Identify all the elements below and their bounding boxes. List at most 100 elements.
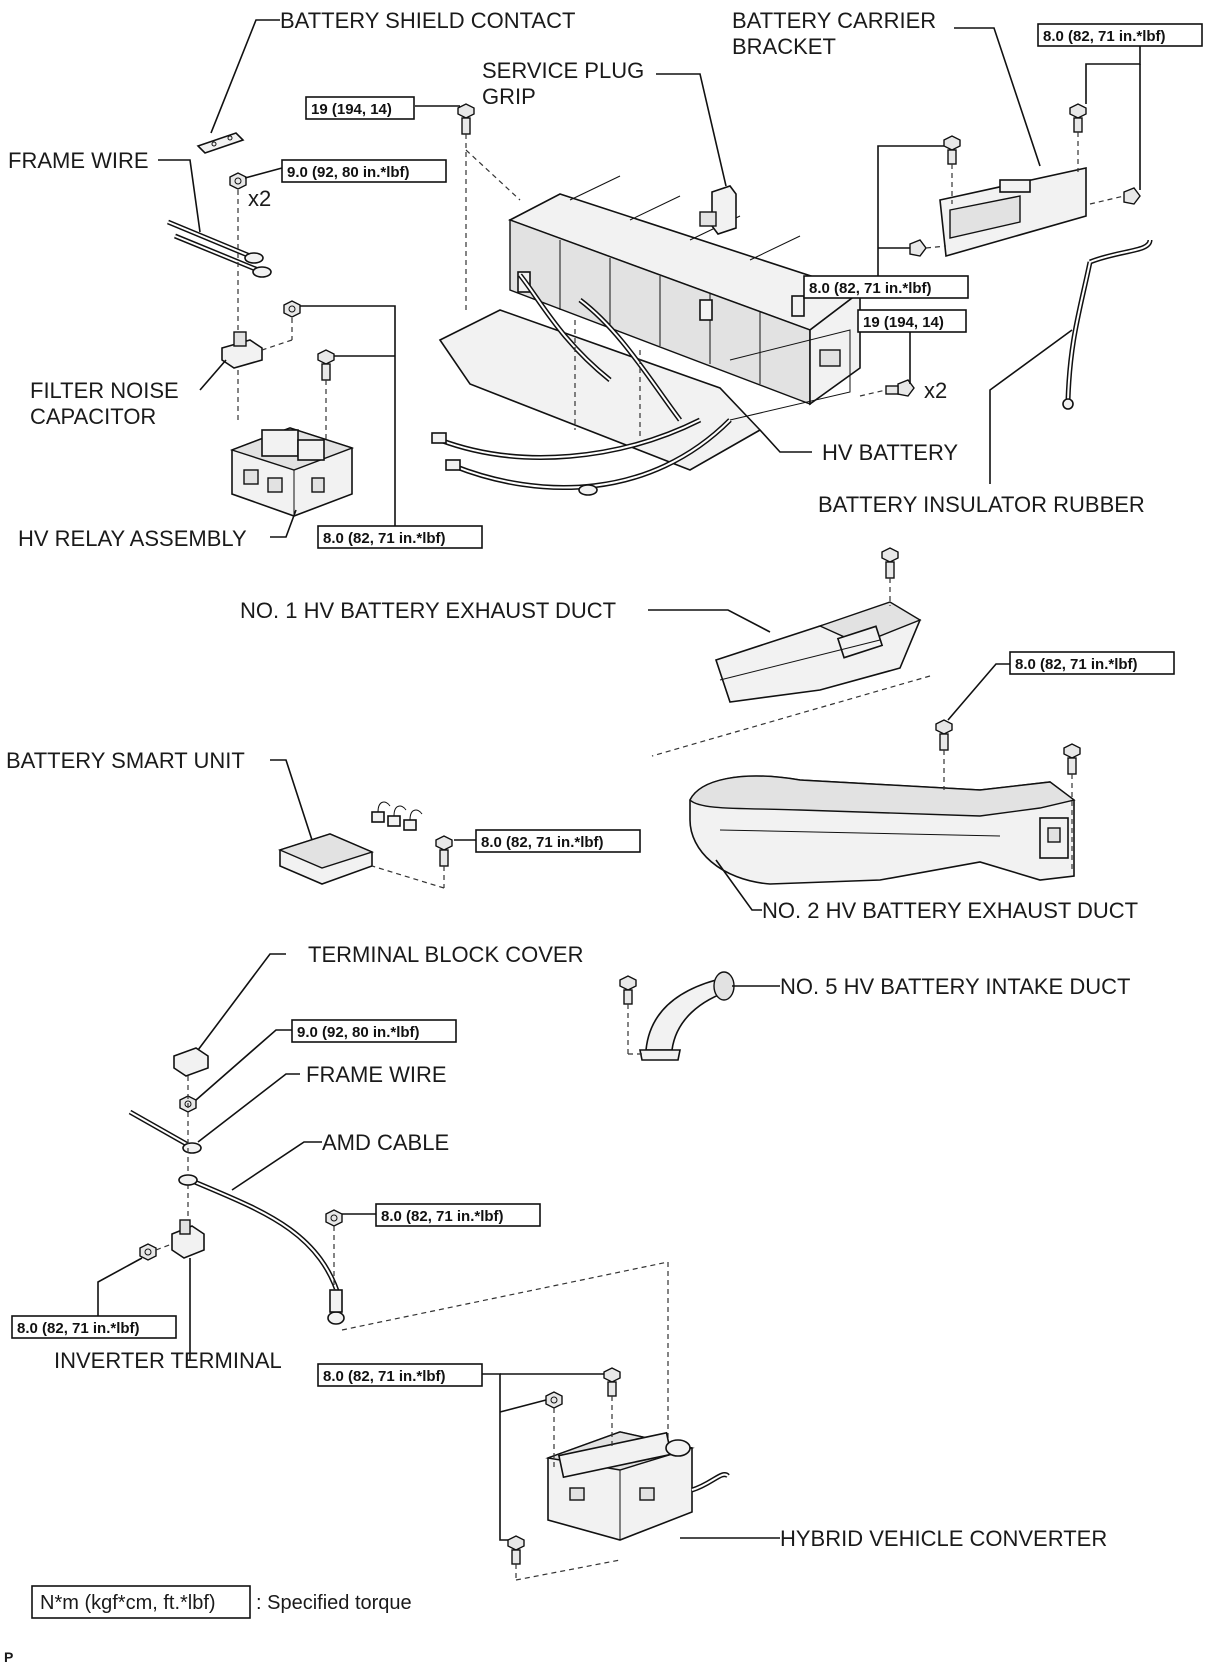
- bracket-bolts: [909, 103, 1141, 257]
- svg-text:19 (194, 14): 19 (194, 14): [863, 314, 944, 331]
- label-battery-carrier-bracket-2: BRACKET: [732, 34, 836, 59]
- hybrid-vehicle-converter-part: [545, 1431, 730, 1541]
- legend-symbol: N*m (kgf*cm, ft.*lbf): [40, 1592, 216, 1614]
- leader-battery-shield-contact: [210, 19, 280, 134]
- svg-text:8.0 (82, 71 in.*lbf): 8.0 (82, 71 in.*lbf): [17, 1320, 140, 1337]
- no1-duct-bolt: [881, 547, 899, 579]
- label-service-plug-grip-2: GRIP: [482, 84, 536, 109]
- label-filter-noise-capacitor-2: CAPACITOR: [30, 404, 156, 429]
- label-hv-relay-assembly: HV RELAY ASSEMBLY: [18, 526, 247, 551]
- svg-text:8.0 (82, 71 in.*lbf): 8.0 (82, 71 in.*lbf): [809, 280, 932, 297]
- smart-unit-bolt: [435, 835, 453, 867]
- torque-8-bracket-left: 8.0 (82, 71 in.*lbf): [803, 275, 969, 299]
- leader-battery-insulator-rubber: [989, 329, 1073, 484]
- terminal-block-cover-part: [173, 1047, 209, 1077]
- inverter-nut: [139, 1243, 157, 1261]
- legend-text: : Specified torque: [256, 1592, 412, 1614]
- leader-relay-nut: [300, 305, 396, 530]
- hv-battery-part: [438, 175, 862, 471]
- inverter-terminal-part: [171, 1219, 205, 1259]
- torque-8-smart-unit: 8.0 (82, 71 in.*lbf): [475, 829, 641, 853]
- battery-smart-unit-part: [278, 801, 423, 885]
- svg-text:9.0 (92, 80 in.*lbf): 9.0 (92, 80 in.*lbf): [297, 1024, 420, 1041]
- leader-service-plug-grip: [656, 73, 727, 187]
- label-terminal-block-cover: TERMINAL BLOCK COVER: [308, 942, 583, 967]
- no5-intake-duct-part: [639, 971, 735, 1061]
- leader-converter-c: [499, 1399, 547, 1413]
- leader-filter-noise-capacitor: [199, 359, 227, 391]
- label-no1-exhaust-duct: NO. 1 HV BATTERY EXHAUST DUCT: [240, 598, 616, 623]
- nut-frame-wire-top: [229, 172, 247, 190]
- svg-text:8.0 (82, 71 in.*lbf): 8.0 (82, 71 in.*lbf): [1015, 656, 1138, 673]
- hv-relay-nut: [283, 300, 301, 318]
- svg-text:19 (194, 14): 19 (194, 14): [311, 101, 392, 118]
- service-plug-grip-part: [699, 185, 737, 235]
- bolt-19-top: [457, 103, 475, 135]
- leader-terminal-block-cover: [197, 953, 286, 1051]
- label-filter-noise-capacitor-1: FILTER NOISE: [30, 378, 179, 403]
- frame-wire-top-part: [167, 219, 272, 278]
- leader-bracket-top-a: [1085, 46, 1141, 104]
- leader-no1-exhaust-duct: [648, 609, 771, 633]
- label-amd-cable: AMD CABLE: [322, 1130, 449, 1155]
- svg-text:9.0 (92, 80 in.*lbf): 9.0 (92, 80 in.*lbf): [287, 164, 410, 181]
- label-frame-wire-top: FRAME WIRE: [8, 148, 149, 173]
- torque-19-top: 19 (194, 14): [305, 96, 415, 120]
- leader-frame-wire-bottom: [197, 1073, 300, 1143]
- torque-legend: N*m (kgf*cm, ft.*lbf) : Specified torque: [31, 1585, 412, 1619]
- battery-carrier-bracket-part: [939, 167, 1087, 258]
- hv-battery-cables: [431, 417, 732, 496]
- torque-8-inverter: 8.0 (82, 71 in.*lbf): [11, 1315, 177, 1339]
- leader-torque-inverter: [97, 1257, 143, 1316]
- leader-torque-9-top: [244, 167, 283, 179]
- leader-torque-no2-duct: [947, 663, 1010, 721]
- battery-shield-contact-part: [196, 132, 245, 154]
- label-battery-smart-unit: BATTERY SMART UNIT: [6, 748, 245, 773]
- label-no5-intake-duct: NO. 5 HV BATTERY INTAKE DUCT: [780, 974, 1130, 999]
- battery-insulator-rubber-part: [1062, 239, 1153, 410]
- leader-battery-smart-unit: [270, 759, 313, 841]
- leader-hv-relay-assembly: [270, 509, 297, 538]
- leader-frame-wire-top: [158, 159, 201, 233]
- no2-exhaust-duct-part: [689, 775, 1076, 885]
- torque-8-converter: 8.0 (82, 71 in.*lbf): [317, 1363, 483, 1387]
- torque-8-amd: 8.0 (82, 71 in.*lbf): [375, 1203, 541, 1227]
- filter-noise-capacitor-part: [221, 331, 263, 369]
- label-hybrid-vehicle-converter: HYBRID VEHICLE CONVERTER: [780, 1526, 1107, 1551]
- hv-relay-assembly-part: [229, 427, 355, 517]
- leader-torque-9-frame-wire: [195, 1029, 292, 1101]
- hv-relay-bolt: [317, 349, 335, 381]
- label-battery-insulator-rubber: BATTERY INSULATOR RUBBER: [818, 492, 1145, 517]
- torque-9-frame-wire: 9.0 (92, 80 in.*lbf): [291, 1019, 457, 1043]
- svg-text:8.0 (82, 71 in.*lbf): 8.0 (82, 71 in.*lbf): [323, 530, 446, 547]
- corner-mark: P: [4, 1649, 13, 1665]
- torque-8-bracket-top: 8.0 (82, 71 in.*lbf): [1037, 23, 1203, 47]
- torque-8-relay: 8.0 (82, 71 in.*lbf): [317, 525, 483, 549]
- label-hv-battery: HV BATTERY: [822, 440, 958, 465]
- torque-8-no2-duct: 8.0 (82, 71 in.*lbf): [1009, 651, 1175, 675]
- leader-bracket-left-a: [877, 145, 944, 276]
- torque-9-top: 9.0 (92, 80 in.*lbf): [281, 159, 447, 183]
- no2-duct-bolts: [935, 719, 1081, 775]
- no1-exhaust-duct-part: [714, 601, 922, 703]
- leader-converter-a: [482, 1373, 508, 1541]
- label-battery-shield-contact: BATTERY SHIELD CONTACT: [280, 8, 575, 33]
- frame-wire-bottom-part: [128, 1095, 202, 1154]
- leader-battery-carrier-bracket: [954, 27, 1041, 167]
- svg-text:8.0 (82, 71 in.*lbf): 8.0 (82, 71 in.*lbf): [1043, 28, 1166, 45]
- leader-amd-cable: [231, 1141, 322, 1191]
- svg-text:8.0 (82, 71 in.*lbf): 8.0 (82, 71 in.*lbf): [481, 834, 604, 851]
- svg-text:8.0 (82, 71 in.*lbf): 8.0 (82, 71 in.*lbf): [323, 1368, 446, 1385]
- leader-no2-exhaust-duct: [715, 859, 762, 911]
- label-inverter-terminal: INVERTER TERMINAL: [54, 1348, 282, 1373]
- label-service-plug-grip-1: SERVICE PLUG: [482, 58, 644, 83]
- leader-hv-battery: [759, 429, 812, 453]
- no5-duct-bolt: [619, 975, 637, 1005]
- torque-19-right: 19 (194, 14): [857, 309, 967, 333]
- label-battery-carrier-bracket-1: BATTERY CARRIER: [732, 8, 936, 33]
- label-x2-hv-battery: x2: [924, 378, 947, 403]
- label-x2-frame-wire: x2: [248, 186, 271, 211]
- amd-bolt: [325, 1209, 343, 1227]
